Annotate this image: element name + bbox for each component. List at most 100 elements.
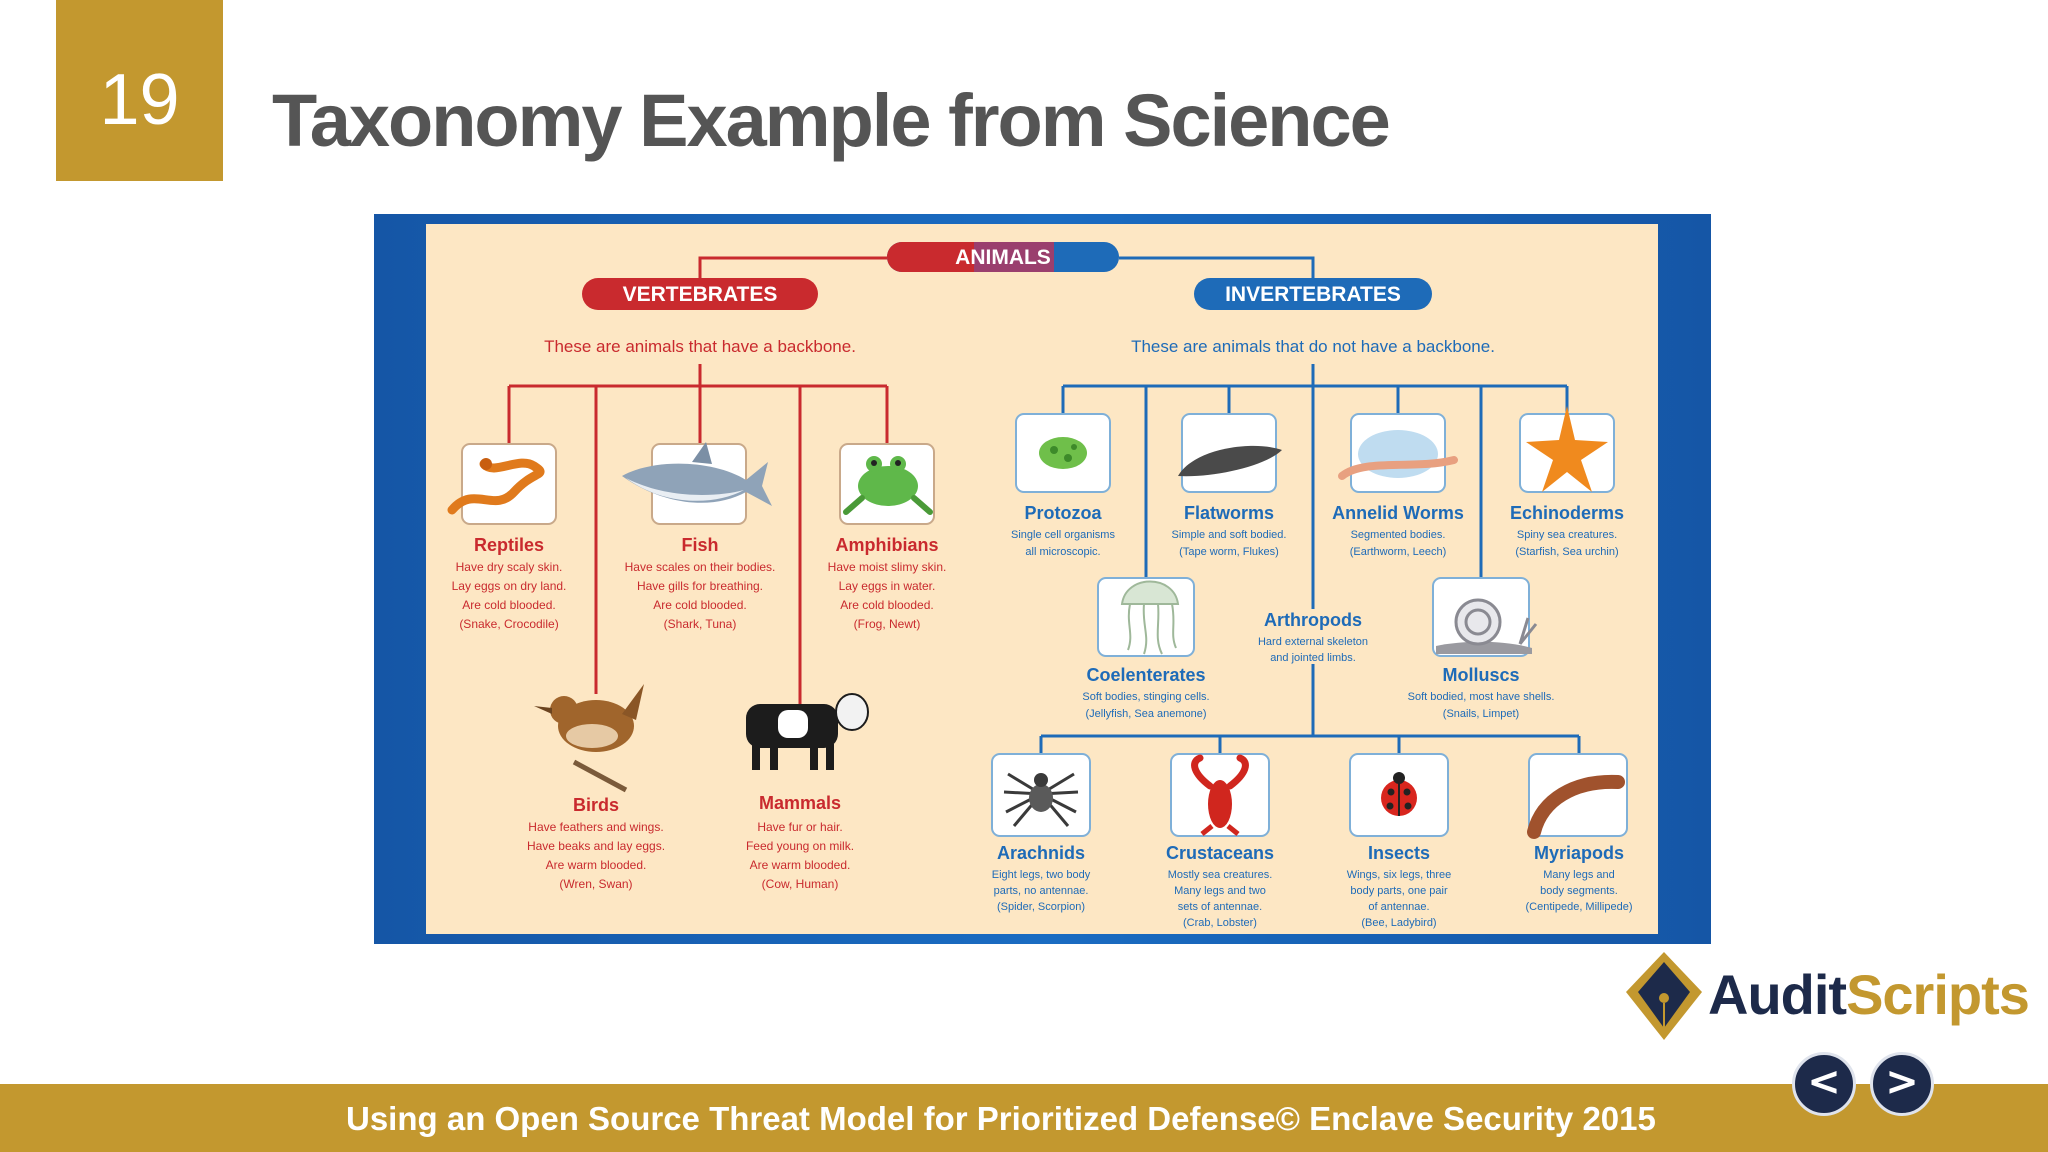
svg-text:Annelid Worms: Annelid Worms bbox=[1332, 503, 1464, 523]
svg-text:sets of antennae.: sets of antennae. bbox=[1178, 901, 1262, 913]
svg-text:(Snails, Limpet): (Snails, Limpet) bbox=[1443, 708, 1519, 720]
svg-text:Many legs and two: Many legs and two bbox=[1174, 885, 1266, 897]
svg-text:Reptiles: Reptiles bbox=[474, 535, 544, 555]
svg-text:Simple and soft bodied.: Simple and soft bodied. bbox=[1172, 529, 1287, 541]
group-reptiles: Reptiles Have dry scaly skin. Lay eggs o… bbox=[447, 443, 567, 631]
svg-text:Many legs and: Many legs and bbox=[1543, 869, 1615, 881]
svg-text:Eight legs, two body: Eight legs, two body bbox=[992, 869, 1091, 881]
group-molluscs: Molluscs Soft bodied, most have shells. … bbox=[1408, 577, 1555, 720]
earthworm-icon bbox=[1338, 456, 1458, 480]
snake-icon bbox=[447, 458, 545, 515]
previous-slide-button[interactable]: < bbox=[1792, 1052, 1856, 1116]
invertebrates-pill: INVERTEBRATES bbox=[1194, 278, 1432, 310]
svg-text:Flatworms: Flatworms bbox=[1184, 503, 1274, 523]
svg-text:Have dry scaly skin.: Have dry scaly skin. bbox=[456, 560, 563, 574]
spider-icon bbox=[1003, 772, 1079, 827]
svg-text:(Wren, Swan): (Wren, Swan) bbox=[559, 877, 632, 891]
svg-text:Feed young on milk.: Feed young on milk. bbox=[746, 839, 854, 853]
svg-text:Birds: Birds bbox=[573, 795, 619, 815]
svg-text:(Earthworm, Leech): (Earthworm, Leech) bbox=[1350, 546, 1447, 558]
shark-icon bbox=[622, 442, 772, 506]
svg-text:Mostly sea creatures.: Mostly sea creatures. bbox=[1168, 869, 1273, 881]
svg-text:Myriapods: Myriapods bbox=[1534, 843, 1624, 863]
pen-nib-icon bbox=[1626, 952, 1702, 1040]
svg-text:(Jellyfish, Sea anemone): (Jellyfish, Sea anemone) bbox=[1085, 708, 1206, 720]
frog-icon bbox=[843, 456, 933, 515]
group-amphibians: Amphibians Have moist slimy skin. Lay eg… bbox=[828, 443, 946, 631]
svg-text:(Snake, Crocodile): (Snake, Crocodile) bbox=[459, 617, 558, 631]
slide-title: Taxonomy Example from Science bbox=[272, 79, 1391, 162]
svg-text:Segmented bodies.: Segmented bodies. bbox=[1351, 529, 1446, 541]
svg-text:Wings, six legs, three: Wings, six legs, three bbox=[1347, 869, 1452, 881]
svg-text:(Bee, Ladybird): (Bee, Ladybird) bbox=[1361, 917, 1436, 929]
svg-text:(Centipede, Millipede): (Centipede, Millipede) bbox=[1526, 901, 1633, 913]
cell-icon bbox=[1039, 437, 1087, 469]
svg-text:all microscopic.: all microscopic. bbox=[1025, 546, 1100, 558]
ladybird-icon bbox=[1381, 772, 1417, 816]
svg-text:(Frog, Newt): (Frog, Newt) bbox=[854, 617, 921, 631]
svg-text:Soft bodies, stinging cells.: Soft bodies, stinging cells. bbox=[1082, 691, 1209, 703]
svg-text:body segments.: body segments. bbox=[1540, 885, 1618, 897]
svg-text:Amphibians: Amphibians bbox=[835, 535, 938, 555]
group-birds: Birds Have feathers and wings. Have beak… bbox=[527, 684, 665, 891]
group-echinoderms: Echinoderms Spiny sea creatures. (Starfi… bbox=[1510, 406, 1624, 558]
svg-text:Molluscs: Molluscs bbox=[1442, 665, 1519, 685]
group-myriapods: Myriapods Many legs and body segments. (… bbox=[1526, 753, 1633, 913]
animals-pill: ANIMALS bbox=[887, 242, 1119, 272]
svg-text:Have fur or hair.: Have fur or hair. bbox=[757, 820, 842, 834]
group-flatworms: Flatworms Simple and soft bodied. (Tape … bbox=[1172, 413, 1287, 558]
svg-text:Soft bodied, most have shells.: Soft bodied, most have shells. bbox=[1408, 691, 1555, 703]
svg-text:Have scales on their bodies.: Have scales on their bodies. bbox=[625, 560, 776, 574]
next-slide-button[interactable]: > bbox=[1870, 1052, 1934, 1116]
svg-text:(Tape worm, Flukes): (Tape worm, Flukes) bbox=[1179, 546, 1279, 558]
svg-text:and jointed limbs.: and jointed limbs. bbox=[1270, 652, 1356, 664]
flatworm-icon bbox=[1178, 445, 1282, 477]
footer-text: Using an Open Source Threat Model for Pr… bbox=[346, 1100, 1656, 1137]
svg-text:Echinoderms: Echinoderms bbox=[1510, 503, 1624, 523]
jellyfish-icon bbox=[1120, 580, 1180, 655]
wren-icon bbox=[534, 684, 644, 793]
group-coelenterates: Coelenterates Soft bodies, stinging cell… bbox=[1082, 577, 1210, 720]
svg-text:Crustaceans: Crustaceans bbox=[1166, 843, 1274, 863]
cow-icon bbox=[746, 693, 869, 770]
vertebrates-label: VERTEBRATES bbox=[623, 283, 778, 306]
svg-text:body parts, one pair: body parts, one pair bbox=[1350, 885, 1448, 897]
svg-text:Arachnids: Arachnids bbox=[997, 843, 1085, 863]
svg-text:Lay eggs on dry land.: Lay eggs on dry land. bbox=[452, 579, 567, 593]
svg-text:Are cold blooded.: Are cold blooded. bbox=[462, 598, 555, 612]
group-protozoa: Protozoa Single cell organisms all micro… bbox=[1011, 413, 1115, 558]
millipede-icon bbox=[1527, 774, 1625, 839]
svg-text:Hard external skeleton: Hard external skeleton bbox=[1258, 636, 1368, 648]
svg-text:(Cow, Human): (Cow, Human) bbox=[762, 877, 839, 891]
svg-text:Spiny sea creatures.: Spiny sea creatures. bbox=[1517, 529, 1617, 541]
svg-text:Are cold blooded.: Are cold blooded. bbox=[840, 598, 933, 612]
group-arachnids: Arachnids Eight legs, two body parts, no… bbox=[991, 753, 1091, 913]
svg-text:Coelenterates: Coelenterates bbox=[1086, 665, 1205, 685]
slide-number: 19 bbox=[56, 0, 223, 181]
group-fish: Fish Have scales on their bodies. Have g… bbox=[622, 442, 775, 631]
logo-text-audit: Audit bbox=[1708, 963, 1846, 1026]
chevron-left-icon: < bbox=[1807, 1059, 1841, 1105]
invertebrates-label: INVERTEBRATES bbox=[1225, 283, 1401, 306]
group-crustaceans: Crustaceans Mostly sea creatures. Many l… bbox=[1166, 753, 1274, 929]
svg-text:Protozoa: Protozoa bbox=[1024, 503, 1102, 523]
group-insects: Insects Wings, six legs, three body part… bbox=[1347, 753, 1452, 929]
svg-text:Have beaks and lay eggs.: Have beaks and lay eggs. bbox=[527, 839, 665, 853]
auditscripts-logo: AuditScripts bbox=[1620, 948, 2040, 1044]
animals-label: ANIMALS bbox=[955, 246, 1051, 269]
svg-text:Have feathers and wings.: Have feathers and wings. bbox=[528, 820, 663, 834]
svg-text:Fish: Fish bbox=[681, 535, 718, 555]
vertebrates-pill: VERTEBRATES bbox=[582, 278, 818, 310]
svg-text:Have gills for breathing.: Have gills for breathing. bbox=[637, 579, 763, 593]
footer-bar bbox=[0, 1084, 2048, 1152]
svg-text:of antennae.: of antennae. bbox=[1368, 901, 1429, 913]
snail-icon bbox=[1436, 598, 1538, 654]
svg-text:Single cell organisms: Single cell organisms bbox=[1011, 529, 1115, 541]
logo-text-scripts: Scripts bbox=[1846, 963, 2029, 1026]
svg-text:(Crab, Lobster): (Crab, Lobster) bbox=[1183, 917, 1257, 929]
svg-text:(Starfish, Sea urchin): (Starfish, Sea urchin) bbox=[1515, 546, 1618, 558]
svg-text:(Shark, Tuna): (Shark, Tuna) bbox=[664, 617, 737, 631]
svg-text:(Spider, Scorpion): (Spider, Scorpion) bbox=[997, 901, 1085, 913]
svg-text:Are warm blooded.: Are warm blooded. bbox=[750, 858, 851, 872]
chevron-right-icon: > bbox=[1885, 1059, 1919, 1105]
